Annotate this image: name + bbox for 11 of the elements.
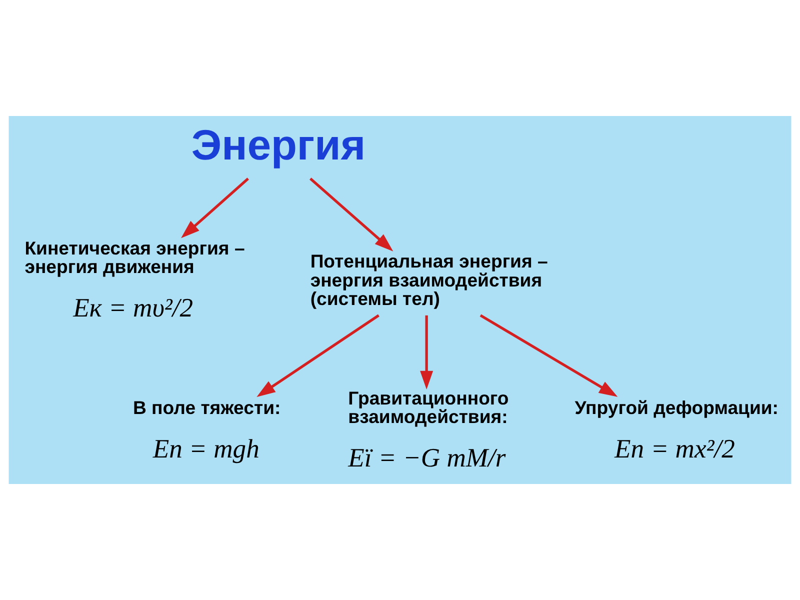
node-text: Гравитационного взаимодействия: Eï = −G mM/r [348, 388, 509, 473]
arrow [420, 315, 434, 390]
node-text: Потенциальная энергия – энергия взаимодействия (системы тел) [310, 250, 548, 309]
node-text: В поле тяжести: En = mgh [132, 396, 281, 464]
arrow [310, 178, 394, 252]
node-text: Упругой деформации: En = mx²/2 [574, 396, 778, 464]
node-text: Энергия [191, 122, 366, 170]
arrow [256, 314, 380, 397]
arrow [480, 314, 618, 397]
node-text: Кинетическая энергия – энергия движения Eк = mυ²/2 [24, 237, 245, 323]
arrow [181, 178, 249, 238]
